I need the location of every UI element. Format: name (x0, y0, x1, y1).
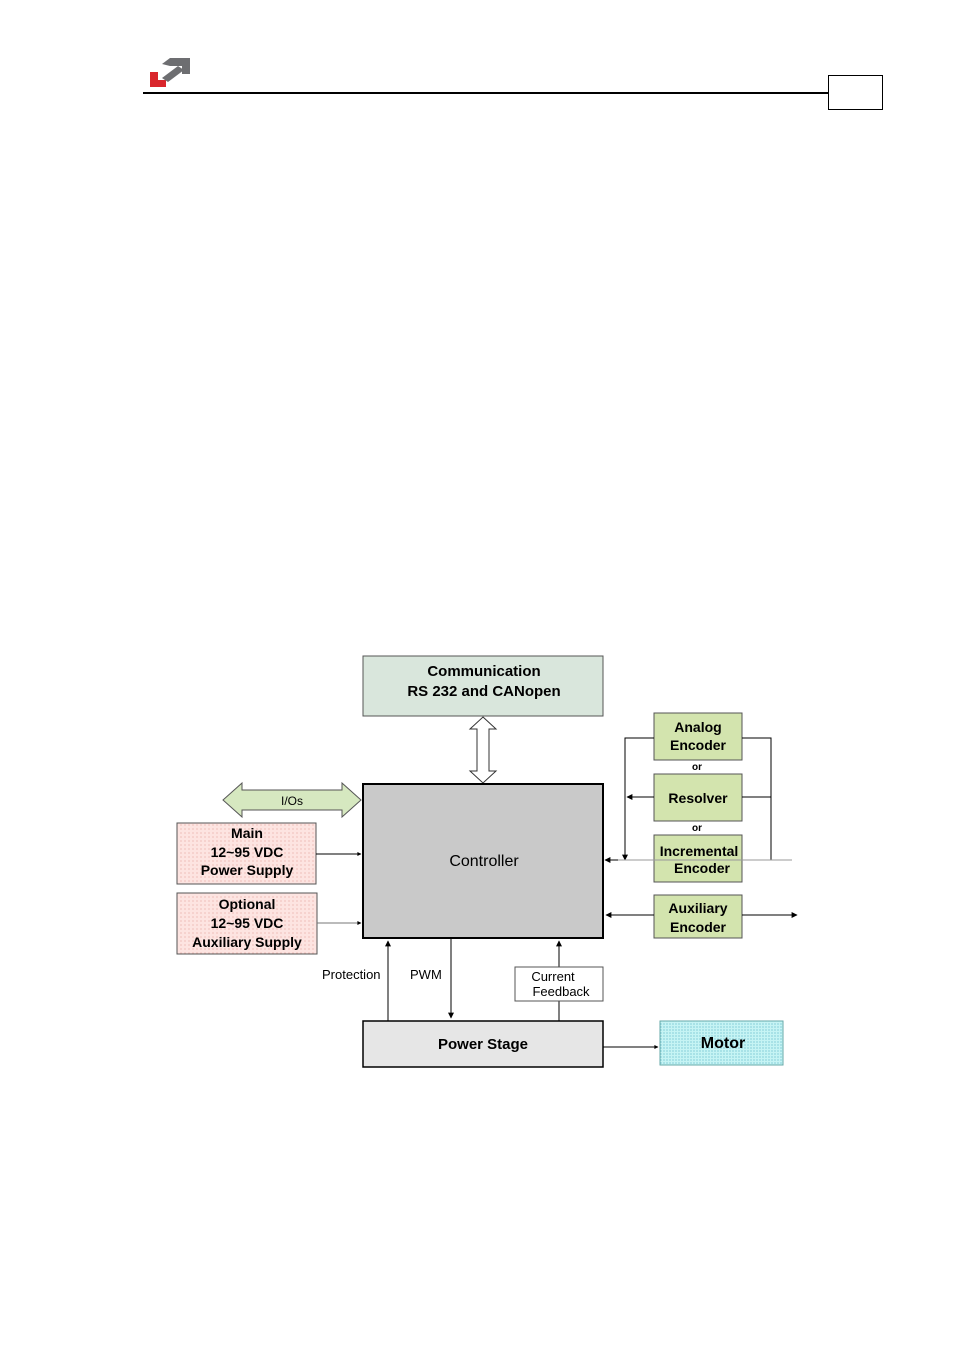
or-label-1: or (692, 762, 702, 773)
main-supply-block: Main 12~95 VDC Power Supply (177, 823, 316, 884)
communication-label: Communication (427, 663, 540, 680)
auxiliary-encoder-line1: Auxiliary (668, 900, 727, 916)
power-stage-block: Power Stage (363, 1021, 603, 1067)
incremental-encoder-line1: Incremental (660, 843, 739, 859)
protection-label: Protection (322, 967, 381, 982)
power-stage-label: Power Stage (438, 1036, 528, 1053)
motor-block: Motor (660, 1021, 783, 1065)
main-supply-line2: 12~95 VDC (211, 844, 284, 860)
controller-block: Controller (363, 784, 603, 938)
incremental-encoder-block: Incremental Encoder (654, 835, 742, 882)
current-feedback-line2: Feedback (532, 984, 590, 999)
incremental-encoder-line2: Encoder (674, 860, 731, 876)
motor-label: Motor (701, 1035, 745, 1052)
analog-encoder-block: Analog Encoder (654, 713, 742, 760)
controller-label: Controller (449, 853, 519, 870)
auxiliary-encoder-line2: Encoder (670, 919, 727, 935)
aux-supply-line1: Optional (219, 896, 276, 912)
ios-label: I/Os (281, 794, 303, 808)
auxiliary-encoder-block: Auxiliary Encoder (654, 895, 742, 938)
pwm-label: PWM (410, 967, 442, 982)
aux-supply-line3: Auxiliary Supply (192, 934, 302, 950)
analog-encoder-line1: Analog (674, 719, 721, 735)
analog-encoder-line2: Encoder (670, 737, 727, 753)
communication-block: Communication RS 232 and CANopen (363, 656, 603, 716)
aux-supply-block: Optional 12~95 VDC Auxiliary Supply (177, 893, 317, 954)
resolver-label: Resolver (668, 790, 728, 806)
main-supply-line3: Power Supply (201, 862, 294, 878)
main-supply-line1: Main (231, 825, 263, 841)
current-feedback-line1: Current (531, 969, 575, 984)
or-label-2: or (692, 823, 702, 834)
ios-arrow: I/Os (223, 783, 361, 817)
aux-supply-line2: 12~95 VDC (211, 915, 284, 931)
resolver-block: Resolver (654, 774, 742, 821)
communication-interfaces-label: RS 232 and CANopen (407, 683, 560, 700)
communication-bus-arrow (470, 717, 496, 783)
current-feedback-block: Current Feedback (515, 967, 603, 1001)
